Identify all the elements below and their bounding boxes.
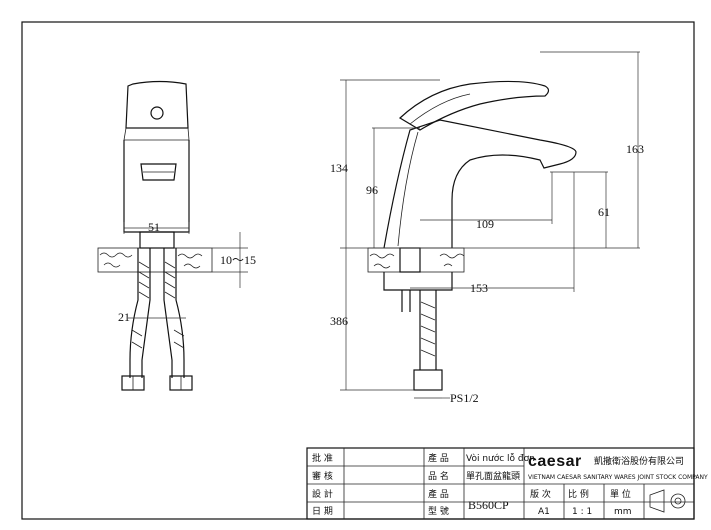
version-value: A1 bbox=[538, 507, 550, 517]
dim-10-15: 10～15 bbox=[220, 253, 256, 267]
product-name-cn: 單孔面盆龍頭 bbox=[466, 470, 520, 482]
company-cn: 凱撒衛浴股份有限公司 bbox=[594, 455, 684, 467]
dim-ps12: PS1/2 bbox=[450, 391, 479, 405]
dim-109: 109 bbox=[476, 217, 494, 231]
dim-96: 96 bbox=[366, 183, 378, 197]
dim-153: 153 bbox=[470, 281, 488, 295]
dim-51: 51 bbox=[148, 220, 160, 234]
front-view: 51 10～15 21 bbox=[97, 80, 256, 391]
dim-21: 21 bbox=[118, 310, 130, 324]
side-hose bbox=[419, 290, 437, 370]
dim-163: 163 bbox=[626, 142, 644, 156]
dim-61: 61 bbox=[598, 205, 610, 219]
dim-386: 386 bbox=[330, 314, 348, 328]
side-view: 134 96 163 61 386 109 153 PS1/2 bbox=[330, 51, 644, 405]
unit-value: mm bbox=[614, 507, 632, 517]
side-lever bbox=[399, 80, 550, 131]
projection-symbol-icon bbox=[649, 489, 686, 513]
front-aerator bbox=[140, 163, 177, 181]
title-block: 批 准 審 核 設 計 日 期 產 品 品 名 Vòi nước lỗ đơn … bbox=[306, 447, 708, 520]
label-version: 版 次 bbox=[530, 488, 551, 500]
product-name-vi: Vòi nước lỗ đơn bbox=[466, 453, 535, 464]
side-deck bbox=[367, 247, 465, 273]
label-date: 日 期 bbox=[312, 506, 333, 517]
model-number: B560CP bbox=[468, 498, 509, 512]
front-handle-hole bbox=[150, 106, 164, 120]
label-review: 審 核 bbox=[312, 470, 333, 482]
label-model-2: 型 號 bbox=[428, 505, 449, 517]
label-model-1: 產 品 bbox=[428, 488, 449, 500]
scale-value: 1 : 1 bbox=[572, 507, 592, 517]
front-hose-left bbox=[129, 248, 151, 378]
label-design: 設 計 bbox=[312, 488, 333, 500]
front-body bbox=[123, 140, 190, 233]
front-handle bbox=[125, 80, 189, 129]
front-hose-right bbox=[163, 248, 185, 378]
label-scale: 比 例 bbox=[568, 488, 589, 500]
sheet-border bbox=[21, 21, 695, 520]
label-name-2: 品 名 bbox=[428, 470, 449, 482]
brand-logo: caesar bbox=[528, 453, 582, 470]
label-unit: 單 位 bbox=[610, 488, 631, 500]
dim-134: 134 bbox=[330, 161, 348, 175]
side-spout bbox=[383, 119, 577, 249]
front-deck bbox=[97, 247, 213, 273]
company-en: VIETNAM CAESAR SANITARY WARES JOINT STOC… bbox=[528, 474, 708, 481]
label-approve: 批 准 bbox=[312, 452, 333, 464]
label-name-1: 產 品 bbox=[428, 452, 449, 464]
